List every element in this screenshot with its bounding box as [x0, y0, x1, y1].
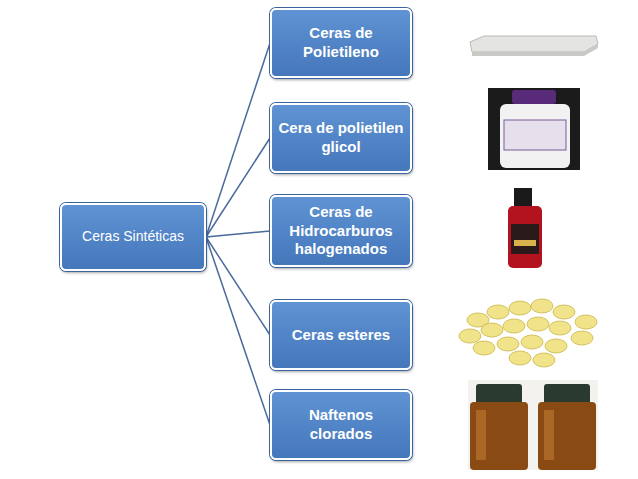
bottle-highlight [544, 410, 554, 460]
red-bottle-photo [508, 188, 542, 268]
bottle-cap [544, 384, 590, 404]
bottle-body [508, 206, 542, 268]
peg-bottle-photo [488, 88, 580, 170]
pellet [533, 353, 555, 367]
pellet [575, 315, 597, 329]
pellet [549, 321, 571, 335]
category-box: Ceras esteres [270, 300, 412, 370]
category-box: Ceras de Polietileno [270, 8, 412, 78]
box-label: Ceras Sintéticas [82, 228, 184, 246]
connector-line [206, 138, 270, 237]
pellet [531, 299, 553, 313]
pellet [509, 351, 531, 365]
bottle-cap [514, 188, 532, 208]
pellet [503, 319, 525, 333]
photo-background [468, 380, 598, 470]
wax-board-photo [466, 12, 600, 74]
board-shape [470, 36, 598, 52]
bottle-body [470, 402, 528, 470]
photo-frame [466, 12, 600, 74]
bottle-label [511, 224, 539, 254]
photo-background [488, 88, 580, 170]
pellet [509, 301, 531, 315]
connector-line [206, 231, 270, 237]
box-label: Cera de polietilen glicol [278, 119, 404, 157]
category-box: Cera de polietilen glicol [270, 103, 412, 173]
pellet [459, 329, 481, 343]
pellet [473, 341, 495, 355]
amber-bottles-photo [468, 380, 598, 470]
root-box: Ceras Sintéticas [60, 203, 206, 271]
bottle-body [500, 104, 570, 168]
pellet [545, 339, 567, 353]
bottle-body [538, 402, 596, 470]
pellet [571, 331, 593, 345]
label-stripe [514, 240, 536, 246]
connector-line [206, 237, 270, 335]
bottle-cap [476, 384, 522, 404]
bottle-cap [512, 90, 556, 104]
category-box: Ceras de Hidrocarburos halogenados [270, 195, 412, 267]
connector-line [206, 43, 270, 237]
bottle-highlight [476, 410, 486, 460]
board-edge [472, 44, 598, 56]
pellet [527, 317, 549, 331]
box-label: Ceras de Polietileno [278, 24, 404, 62]
pellet [487, 305, 509, 319]
pellet [481, 323, 503, 337]
box-label: Naftenos clorados [278, 406, 404, 444]
box-label: Ceras esteres [292, 326, 390, 345]
bottle-label [504, 120, 566, 150]
pellets-photo [459, 299, 597, 367]
category-box: Naftenos clorados [270, 390, 412, 460]
pellet [497, 337, 519, 351]
connector-line [206, 237, 270, 425]
pellet [553, 305, 575, 319]
box-label: Ceras de Hidrocarburos halogenados [278, 203, 404, 259]
pellet [521, 335, 543, 349]
